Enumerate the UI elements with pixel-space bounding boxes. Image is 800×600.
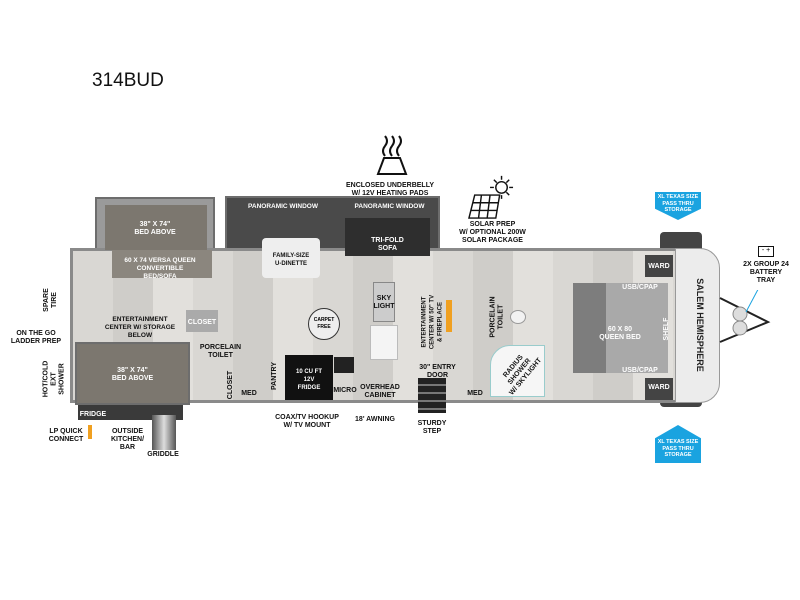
- pantry-label: PANTRY: [271, 362, 278, 390]
- spare-tire-label: SPARE TIRE: [43, 288, 58, 312]
- step-label: STURDY STEP: [417, 420, 447, 435]
- toilet1-label: PORCELAIN TOILET: [199, 344, 242, 359]
- med1-label: MED: [241, 390, 257, 397]
- usb1-label: USB/CPAP: [622, 284, 658, 291]
- battery-label: 2X GROUP 24 BATTERY TRAY: [743, 261, 789, 284]
- carpet-free-badge: CARPET FREE: [308, 308, 340, 340]
- closet1-label: CLOSET: [187, 319, 217, 326]
- coax-label: COAX/TV HOOKUP W/ TV MOUNT: [275, 414, 339, 429]
- bed-above-top: [105, 205, 207, 250]
- shelf-label: SHELF: [663, 317, 670, 341]
- queen-label: 60 X 80 QUEEN BED: [599, 326, 641, 341]
- stove: [334, 357, 354, 373]
- tongue: [719, 290, 771, 343]
- lp-label: LP QUICK CONNECT: [48, 428, 84, 443]
- fireplace: [446, 300, 452, 332]
- med2-label: MED: [467, 390, 483, 397]
- panoramic2-label: PANORAMIC WINDOW: [354, 203, 425, 210]
- solar-icon: [468, 175, 514, 219]
- ward2-box: [645, 378, 673, 400]
- bed-above-bottom-label: 38" X 74" BED ABOVE: [111, 367, 154, 382]
- versa-label: 60 X 74 VERSA QUEEN CONVERTIBLE BED/SOFA: [124, 257, 196, 280]
- sink: [370, 325, 398, 360]
- front-cap: [675, 248, 720, 403]
- underbelly-label: ENCLOSED UNDERBELLY W/ 12V HEATING PADS: [345, 182, 435, 197]
- panoramic1-label: PANORAMIC WINDOW: [248, 203, 318, 210]
- usb2-label: USB/CPAP: [622, 367, 658, 374]
- outside-kitchen-label: OUTSIDE KITCHEN/ BAR: [110, 428, 145, 451]
- storage-arrow-bottom: XL TEXAS SIZE PASS THRU STORAGE: [655, 425, 701, 463]
- sofa-label: TRI-FOLD SOFA: [371, 237, 404, 252]
- ward2-label: WARD: [648, 384, 670, 391]
- entry-door-label: 30" ENTRY DOOR: [419, 364, 456, 379]
- ext-shower-label: HOT/COLD EXT SHOWER: [42, 360, 66, 398]
- griddle: [152, 415, 176, 450]
- griddle-label: GRIDDLE: [147, 451, 179, 458]
- salem-logo: SALEM HEMISPHERE: [695, 278, 705, 372]
- solar-label: SOLAR PREP W/ OPTIONAL 200W SOLAR PACKAG…: [459, 221, 526, 244]
- bed-above-bottom: [80, 345, 188, 403]
- battery-icon: - +: [758, 246, 774, 257]
- heating-icon: [376, 135, 408, 175]
- overhead-label: OVERHEAD CABINET: [360, 384, 400, 399]
- queen-bed: [573, 283, 668, 373]
- closet2-label: CLOSET: [227, 370, 234, 400]
- outdoor-fridge-label: FRIDGE: [79, 411, 107, 418]
- shower: [490, 345, 545, 397]
- dinette-table: [262, 238, 320, 278]
- ent-storage-label: ENTERTAINMENT CENTER W/ STORAGE BELOW: [104, 316, 176, 339]
- versa-sofa: [112, 250, 212, 278]
- storage-arrow-top: XL TEXAS SIZE PASS THRU STORAGE: [655, 192, 701, 220]
- sofa: [345, 218, 430, 256]
- skylight-label: SKY LIGHT: [373, 295, 395, 310]
- model-title: 314BUD: [92, 70, 164, 91]
- lp-connect-icon: [88, 425, 92, 439]
- awning-label: 18' AWNING: [355, 416, 395, 423]
- skylight: [373, 282, 395, 322]
- toilet2: [510, 310, 526, 324]
- toilet2-label: PORCELAIN TOILET: [489, 296, 505, 338]
- ward1-box: [645, 255, 673, 277]
- micro-label: MICRO: [333, 387, 357, 394]
- dinette-label: FAMILY-SIZE U-DINETTE: [272, 253, 310, 267]
- fridge-box: [285, 355, 333, 400]
- ent-tv-label: ENTERTAINMENT CENTER W/ 50" TV & FIREPLA…: [421, 294, 444, 350]
- fridge-label: 10 CU FT 12V FRIDGE: [295, 369, 322, 391]
- ward1-label: WARD: [648, 263, 670, 270]
- closet1-box: [186, 310, 218, 332]
- step: [418, 378, 446, 413]
- bed-above-top-label: 38" X 74" BED ABOVE: [134, 221, 176, 236]
- ladder-label: ON THE GO LADDER PREP: [10, 330, 62, 345]
